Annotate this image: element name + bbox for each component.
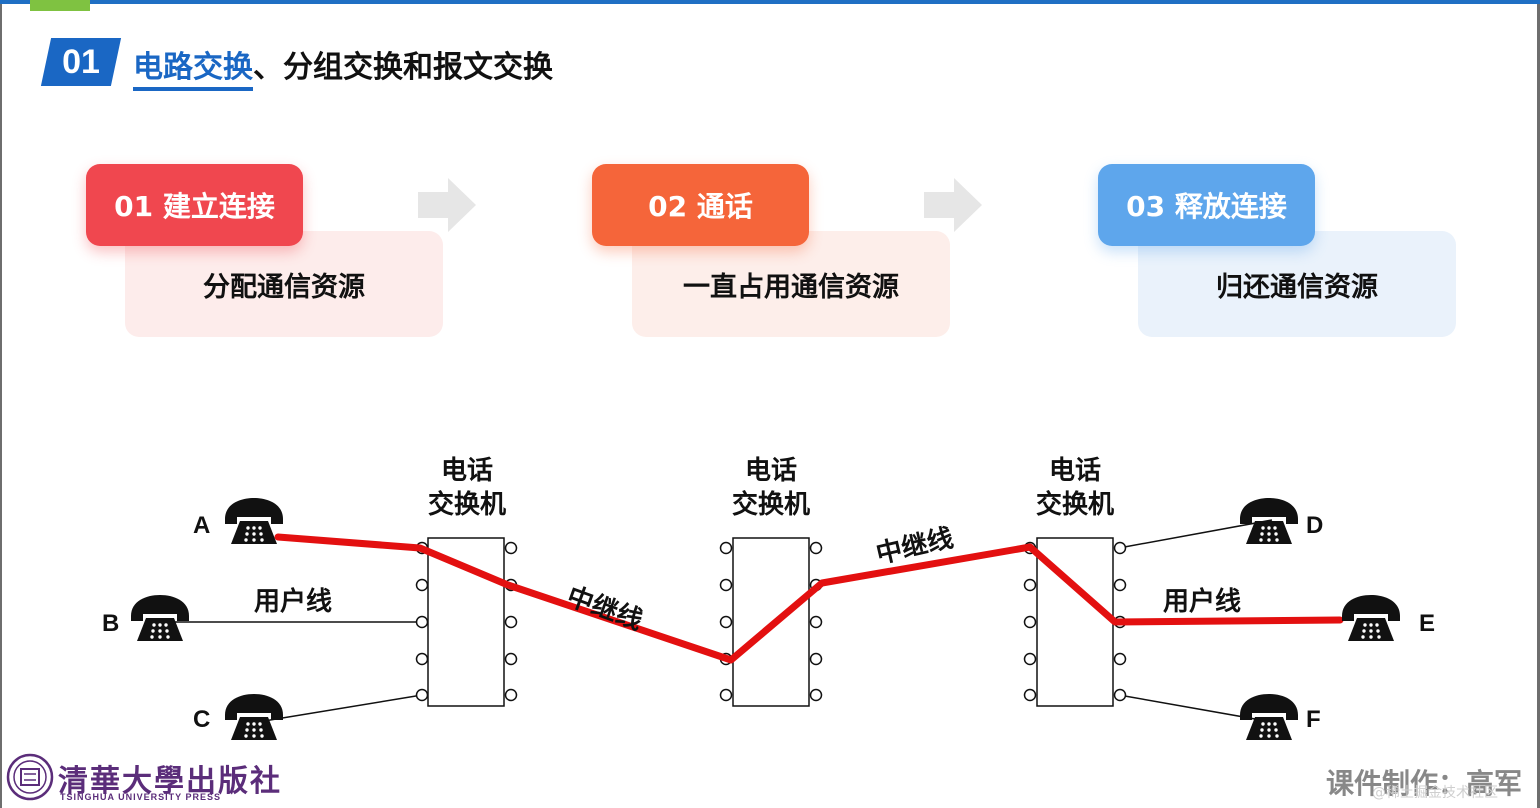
switch-2-title: 电话 交换机 [701,454,841,522]
watermark: @稀土掘金技术社区 [1372,785,1498,801]
phone-a-label: A [193,512,211,539]
switch-3-title: 电话 交换机 [1005,454,1145,522]
page-title-rest: 、分组交换和报文交换 [253,50,553,85]
phone-f-label: F [1306,706,1321,733]
step-3-label: 03 释放连接 [1098,164,1315,246]
frame-left-border [0,0,2,808]
telephone-switch-1 [415,537,518,707]
telephone-c-icon [225,694,283,740]
user-line-label-left: 用户线 [254,587,333,617]
top-accent-line [0,0,1540,4]
telephone-f-icon [1240,694,1298,740]
step-1-description: 分配通信资源 [203,271,365,303]
frame-right-border [1537,0,1540,808]
switch-3-title-line1: 电话 [1048,456,1101,486]
telephone-e-icon [1342,595,1400,641]
step-arrow-1-icon [418,178,476,232]
publisher-name-english: TSINGHUA UNIVERSITY PRESS [60,792,222,802]
user-line-label-right: 用户线 [1163,587,1242,617]
tsinghua-seal-logo [6,753,54,801]
established-circuit-path [274,533,1344,664]
switch-1-title-line2: 交换机 [427,490,506,520]
user-line-d [1118,519,1273,549]
top-green-tab [30,0,90,11]
phone-c-label: C [193,706,211,733]
telephone-b-icon [131,595,189,641]
phone-d-label: D [1306,512,1324,539]
step-arrow-2-icon [924,178,982,232]
phone-b-label: B [102,610,120,637]
switch-3-title-line2: 交换机 [1035,490,1114,520]
switch-2-title-line1: 电话 [744,456,797,486]
switch-1-title-line1: 电话 [440,456,493,486]
step-2-description-card: 一直占用通信资源 [632,231,950,337]
step-2-label: 02 通话 [592,164,809,246]
section-number: 01 [62,43,100,81]
switch-1-title: 电话 交换机 [397,454,537,522]
telephone-d-icon [1240,498,1298,544]
phone-e-label: E [1419,610,1436,637]
page-title: 电路交换、分组交换和报文交换 [133,42,553,91]
user-line-c [257,694,423,723]
step-3-description: 归还通信资源 [1216,271,1378,303]
step-2-description: 一直占用通信资源 [683,271,899,303]
publisher-name: 清華大學出版社 [58,764,282,799]
telephone-a-icon [225,498,283,544]
author-credit: 课件制作：高军 [1326,767,1523,800]
step-1-description-card: 分配通信资源 [125,231,443,337]
switch-2-title-line2: 交换机 [731,490,810,520]
step-1-label: 01 建立连接 [86,164,303,246]
page-title-highlight: 电路交换 [133,50,253,91]
step-3-description-card: 归还通信资源 [1138,231,1456,337]
